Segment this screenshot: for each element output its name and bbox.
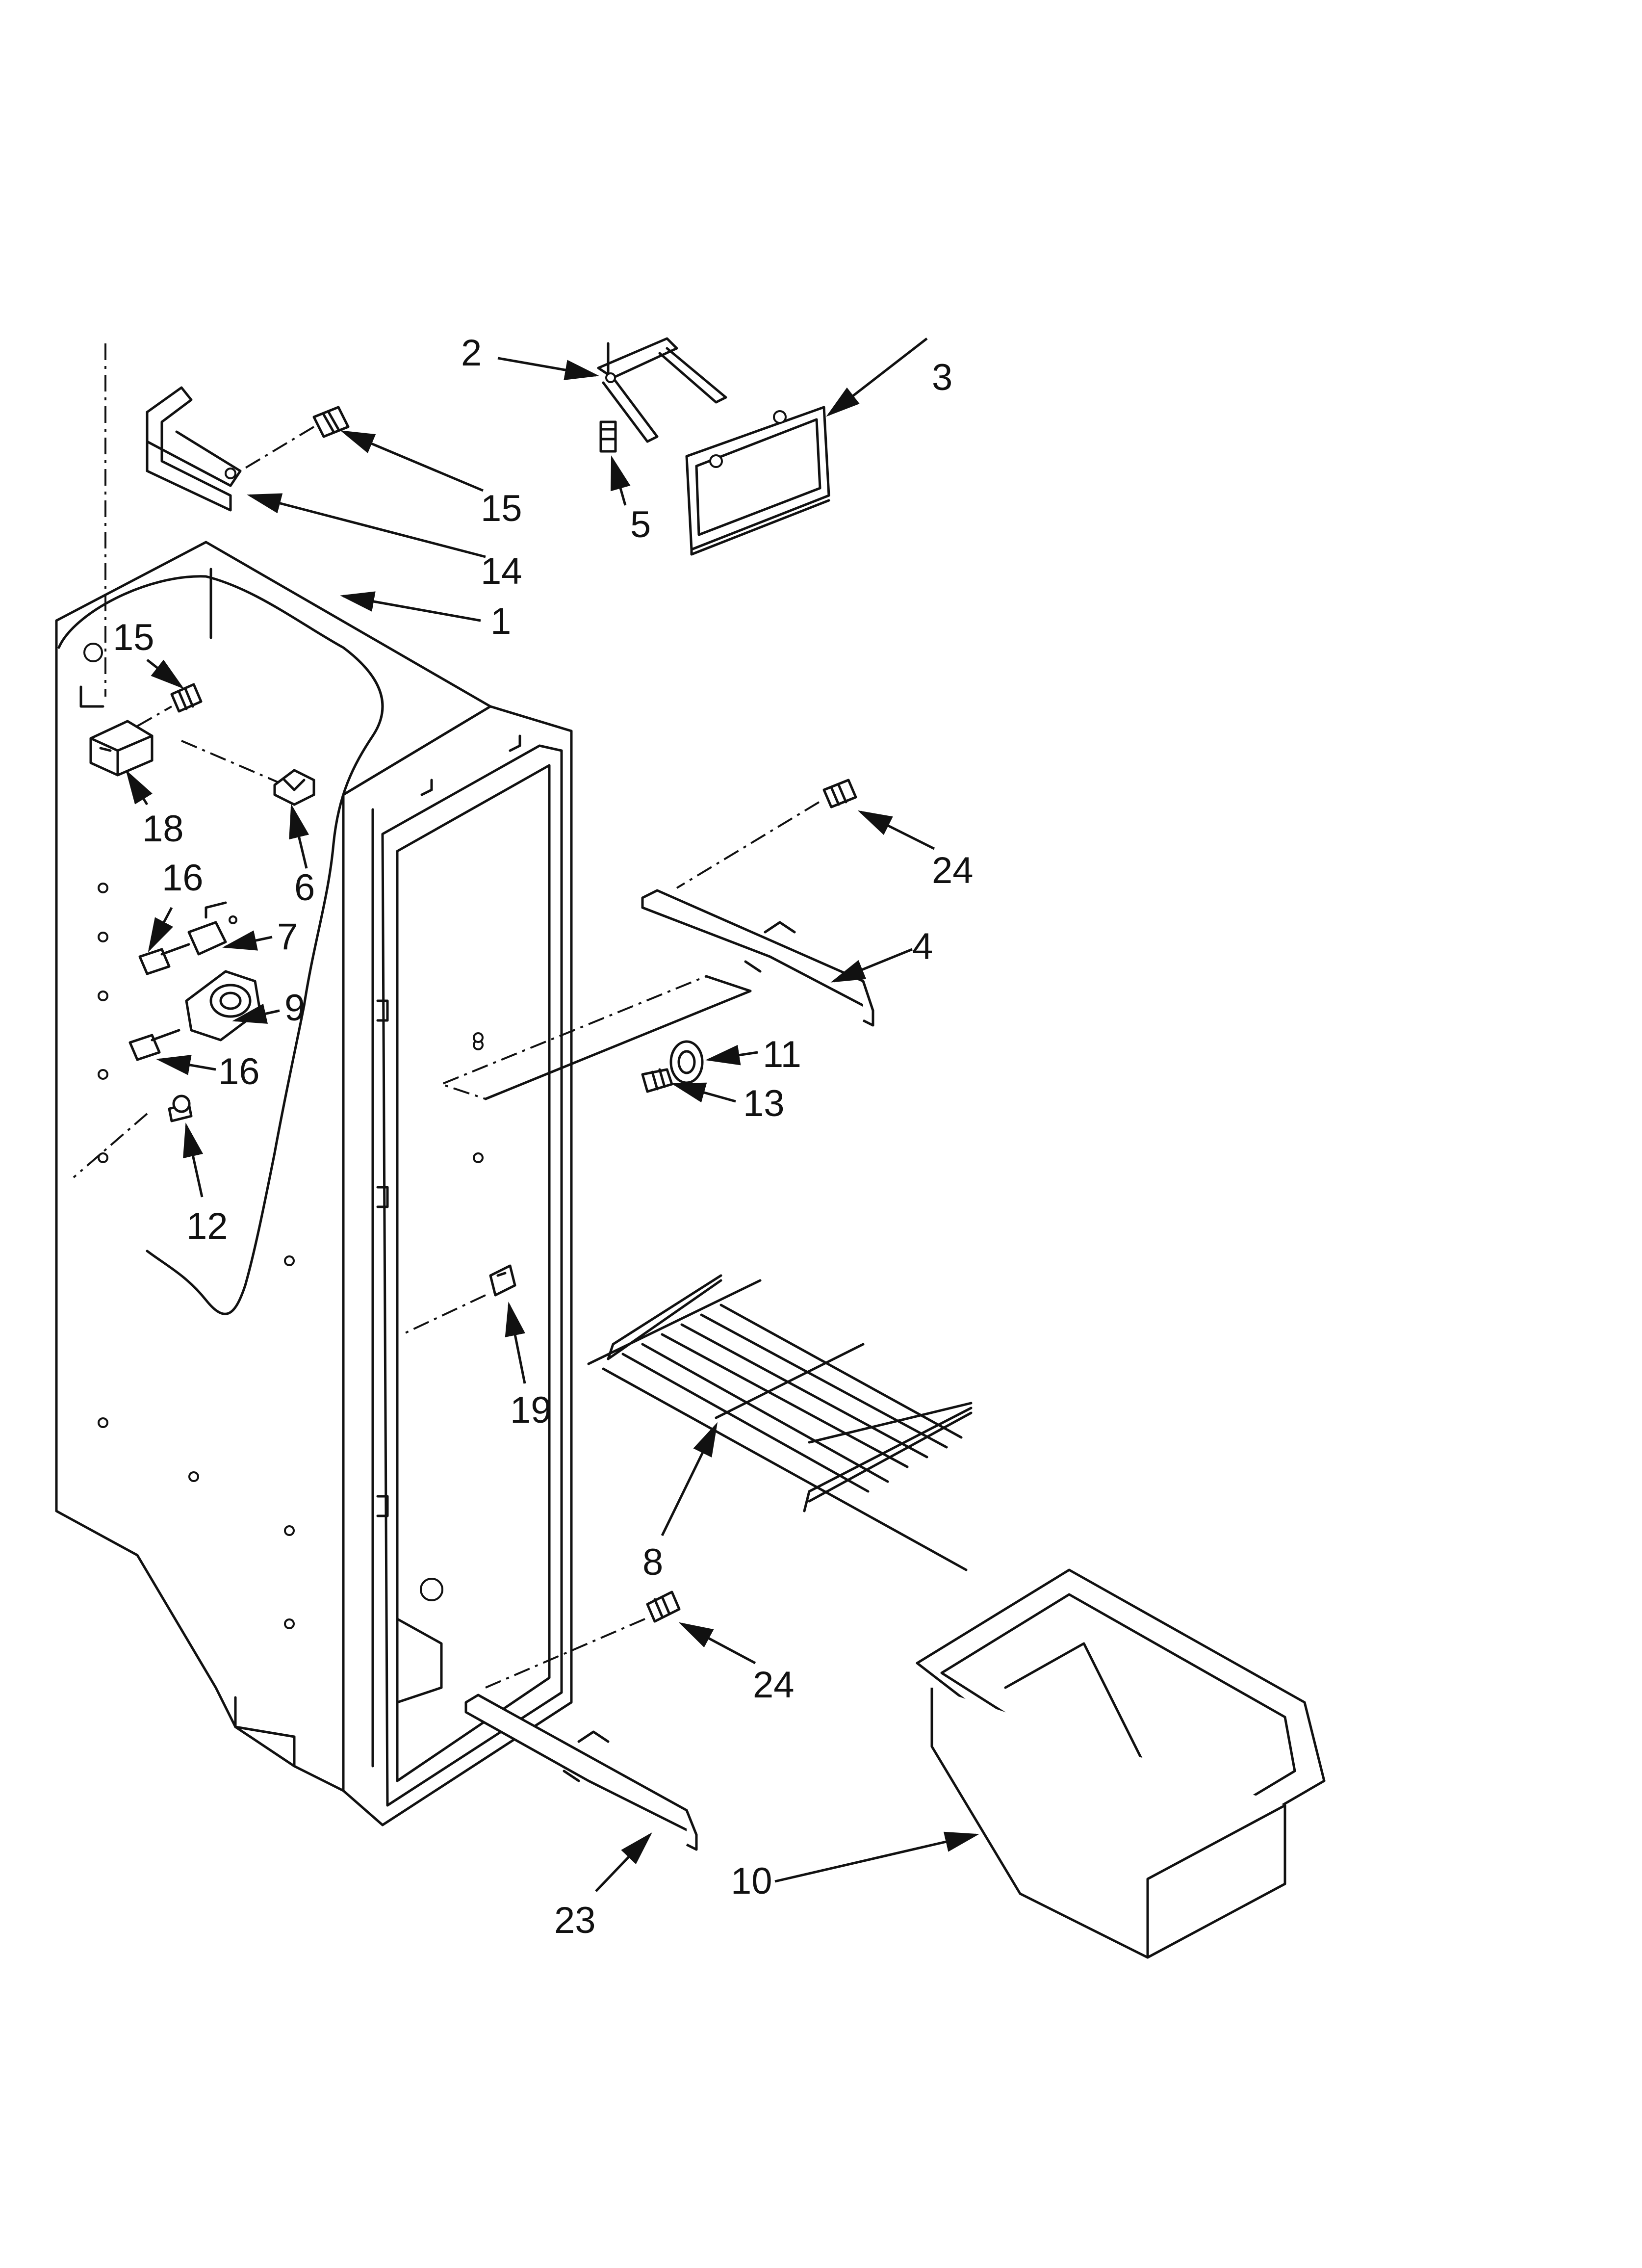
cabinet-liner (55, 343, 573, 1826)
callout-6: 6 (294, 867, 315, 909)
part-2-bracket (597, 337, 727, 443)
callout-24-lower: 24 (753, 1664, 795, 1706)
callout-11: 11 (763, 1034, 801, 1075)
callout-5: 5 (630, 504, 651, 546)
part-19-switch (402, 1264, 516, 1335)
part-5-screw (599, 420, 617, 453)
callout-3: 3 (932, 357, 952, 398)
callout-7: 7 (277, 916, 298, 958)
callout-18: 18 (142, 808, 184, 850)
part-8-wire-shelf (587, 1274, 973, 1571)
callout-15-lower: 15 (113, 617, 154, 658)
callout-24-upper: 24 (932, 850, 974, 891)
callout-leaders (126, 338, 979, 1892)
part-10-bin (916, 1568, 1326, 1959)
part-11-bumper (669, 1040, 704, 1084)
part-16-screw-lower (128, 1029, 180, 1061)
part-13-screw (641, 1068, 673, 1093)
part-24-screw-lower (485, 1590, 681, 1689)
callout-4: 4 (912, 926, 933, 967)
callout-19: 19 (510, 1389, 552, 1431)
part-14-bracket (146, 386, 242, 512)
callout-1: 1 (490, 600, 511, 642)
callout-16-lower: 16 (218, 1051, 260, 1093)
callout-23: 23 (554, 1900, 596, 1941)
part-18-block (89, 705, 285, 786)
part-15-screw-lower (170, 683, 203, 713)
callout-13: 13 (743, 1083, 785, 1124)
part-12-plug (168, 1095, 193, 1122)
callout-9: 9 (284, 987, 305, 1029)
callout-2: 2 (461, 332, 482, 374)
callout-12: 12 (186, 1205, 228, 1247)
part-24-screw-upper (676, 779, 857, 889)
part-3-cover (685, 406, 830, 556)
part-4-rail (641, 889, 874, 1027)
callout-8: 8 (642, 1541, 663, 1583)
callout-labels: 1 2 3 4 5 6 7 8 9 10 11 12 13 14 15 15 1… (113, 332, 974, 1941)
part-6-clip (273, 769, 315, 806)
part-15-screw-top (239, 406, 350, 472)
callout-15-top: 15 (481, 488, 522, 529)
callout-10: 10 (731, 1860, 772, 1902)
part-23-rail (464, 1694, 698, 1851)
callout-16-upper: 16 (162, 857, 204, 899)
callout-14: 14 (481, 550, 522, 592)
